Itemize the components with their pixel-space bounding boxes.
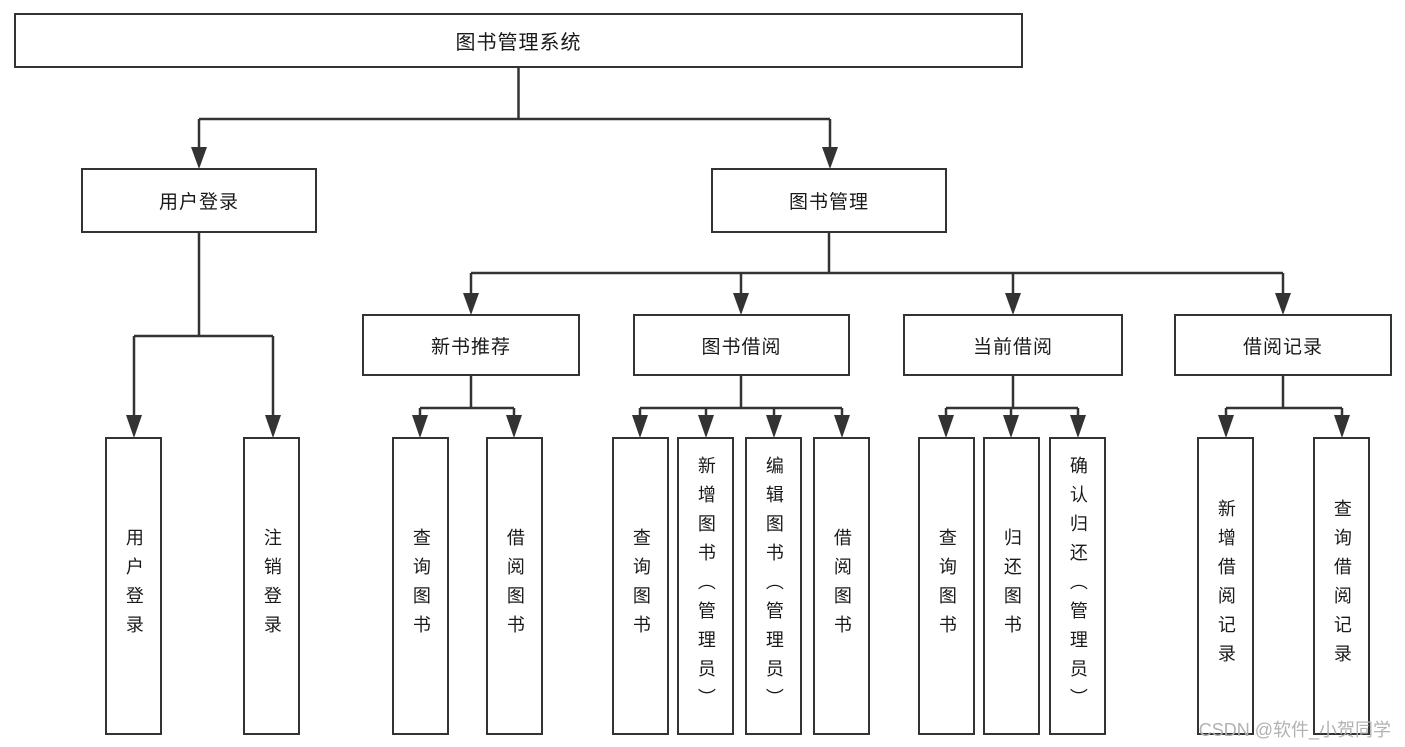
leaf-confirm-return-admin: 确认归还（管理员）: [1049, 437, 1106, 735]
leaf-query-books-recommend: 查询图书: [392, 437, 449, 735]
leaf-label: 借阅图书: [504, 528, 525, 644]
leaf-label: 查询图书: [410, 528, 431, 644]
leaf-label: 编辑图书（管理员）: [763, 455, 784, 717]
leaf-label: 查询图书: [630, 528, 651, 644]
leaf-edit-book-admin: 编辑图书（管理员）: [745, 437, 802, 735]
leaf-return-book: 归还图书: [983, 437, 1040, 735]
node-user-login: 用户登录: [81, 168, 317, 233]
node-label: 图书管理: [788, 192, 869, 213]
node-current-borrowing: 当前借阅: [903, 314, 1123, 376]
node-label: 当前借阅: [972, 336, 1053, 358]
leaf-label: 借阅图书: [831, 528, 852, 644]
leaf-label: 注销登录: [261, 528, 282, 644]
leaf-borrow-books-borrowing: 借阅图书: [813, 437, 870, 735]
leaf-label: 用户登录: [123, 528, 144, 644]
node-label: 借阅记录: [1242, 336, 1323, 358]
node-label: 新书推荐: [430, 336, 511, 358]
node-borrowing-records: 借阅记录: [1174, 314, 1392, 376]
leaf-query-borrow-record: 查询借阅记录: [1313, 437, 1370, 735]
leaf-user-login: 用户登录: [105, 437, 162, 735]
leaf-label: 归还图书: [1001, 528, 1022, 644]
node-book-borrowing: 图书借阅: [633, 314, 850, 376]
node-library-management-system: 图书管理系统: [14, 13, 1023, 68]
leaf-label: 查询图书: [936, 528, 957, 644]
leaf-label: 确认归还（管理员）: [1067, 455, 1088, 717]
leaf-query-books-borrowing: 查询图书: [612, 437, 669, 735]
watermark: CSDN @软件_小贺同学: [1198, 720, 1391, 740]
leaf-label: 新增借阅记录: [1215, 499, 1236, 673]
leaf-label: 新增图书（管理员）: [695, 455, 716, 717]
leaf-label: 查询借阅记录: [1331, 499, 1352, 673]
leaf-add-book-admin: 新增图书（管理员）: [677, 437, 734, 735]
leaf-borrow-books-recommend: 借阅图书: [486, 437, 543, 735]
node-new-book-recommend: 新书推荐: [362, 314, 580, 376]
node-label: 图书管理系统: [455, 32, 582, 54]
node-label: 图书借阅: [701, 336, 782, 358]
node-label: 用户登录: [158, 192, 239, 213]
leaf-logout: 注销登录: [243, 437, 300, 735]
leaf-add-borrow-record: 新增借阅记录: [1197, 437, 1254, 735]
node-book-management: 图书管理: [711, 168, 947, 233]
leaf-query-books-current: 查询图书: [918, 437, 975, 735]
